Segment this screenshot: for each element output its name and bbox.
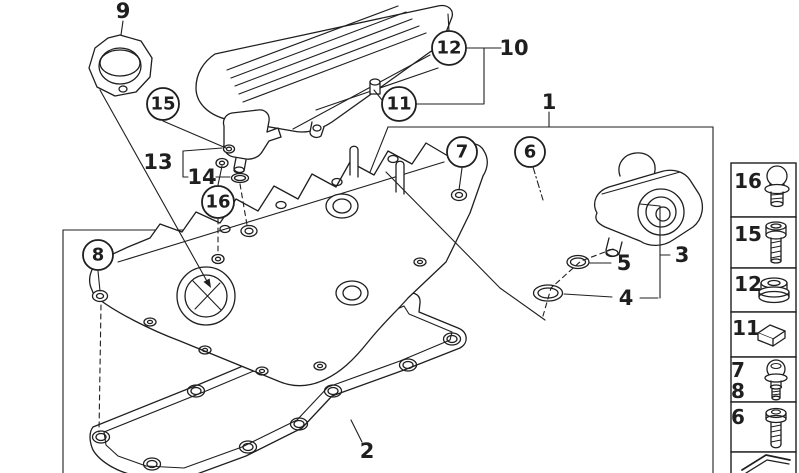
- o-ring-5: [566, 254, 590, 270]
- svg-text:8: 8: [92, 245, 105, 266]
- cylinder-head-bolt-icon: [765, 221, 787, 264]
- svg-text:7: 7: [731, 358, 745, 382]
- svg-text:15: 15: [150, 94, 175, 115]
- oil-filler-cap-drawing: [88, 34, 153, 97]
- svg-text:7: 7: [456, 142, 469, 163]
- callout-6[interactable]: 6: [514, 136, 546, 168]
- legend-item-6[interactable]: 6: [730, 401, 797, 453]
- svg-text:8: 8: [731, 379, 745, 403]
- engine-trim-cover-drawing: [195, 4, 453, 139]
- callout-5[interactable]: 5: [617, 251, 632, 275]
- callout-2[interactable]: 2: [360, 439, 375, 463]
- sensor-seal-ring: [230, 172, 250, 184]
- callout-14[interactable]: 14: [187, 165, 216, 189]
- callout-7[interactable]: 7: [446, 136, 478, 168]
- legend-item-11[interactable]: 11: [730, 311, 797, 358]
- callout-4[interactable]: 4: [619, 286, 634, 310]
- svg-text:11: 11: [386, 94, 411, 115]
- svg-text:6: 6: [524, 142, 537, 163]
- ball-stud-bolt-icon: [764, 165, 790, 208]
- callout-15[interactable]: 15: [146, 87, 180, 121]
- cylinder-head-cover-drawing: [89, 142, 488, 387]
- cover-ribs: [226, 5, 427, 103]
- callout-13[interactable]: 13: [143, 150, 172, 174]
- svg-text:12: 12: [436, 38, 461, 59]
- svg-text:15: 15: [734, 222, 762, 246]
- shoulder-screw-icon: [764, 359, 788, 401]
- bolt-boss-8: [91, 289, 109, 303]
- legend-item-7-8[interactable]: 7 8: [730, 356, 797, 403]
- callout-11[interactable]: 11: [381, 86, 417, 122]
- vent-valve-drawing: [532, 152, 704, 302]
- svg-text:16: 16: [734, 169, 762, 193]
- pan-head-screw-icon: [765, 407, 787, 449]
- leader-lines: [97, 13, 671, 443]
- callout-9[interactable]: 9: [116, 0, 131, 23]
- callout-12[interactable]: 12: [431, 30, 467, 66]
- callout-16[interactable]: 16: [201, 185, 235, 219]
- svg-text:16: 16: [205, 192, 230, 213]
- oil-filler-opening: [176, 266, 236, 326]
- callout-3[interactable]: 3: [675, 243, 690, 267]
- svg-text:12: 12: [734, 272, 762, 296]
- continuation-arrow-icon: [741, 454, 791, 473]
- callout-1[interactable]: 1: [542, 90, 557, 114]
- fastener-legend: 16 15 1: [730, 162, 797, 473]
- legend-item-16[interactable]: 16: [730, 162, 797, 218]
- circled-callouts: 15 12 11 16 8 7 6: [82, 30, 546, 271]
- legend-item-15[interactable]: 15: [730, 216, 797, 269]
- legend-item-continuation[interactable]: [730, 451, 797, 473]
- svg-text:11: 11: [732, 316, 760, 340]
- callout-8[interactable]: 8: [82, 239, 114, 271]
- plain-callouts: 9 10 13 14 1 3 5 4 2: [116, 0, 690, 463]
- camshaft-sensor-drawing: [222, 109, 282, 184]
- cover-cap-clip-icon: [757, 324, 786, 347]
- arrowhead: [203, 278, 211, 288]
- bolt-boss-7: [450, 188, 468, 202]
- legend-item-12[interactable]: 12: [730, 267, 797, 313]
- svg-text:6: 6: [731, 405, 745, 429]
- callout-10[interactable]: 10: [499, 36, 528, 60]
- rubber-grommet-icon: [758, 277, 790, 304]
